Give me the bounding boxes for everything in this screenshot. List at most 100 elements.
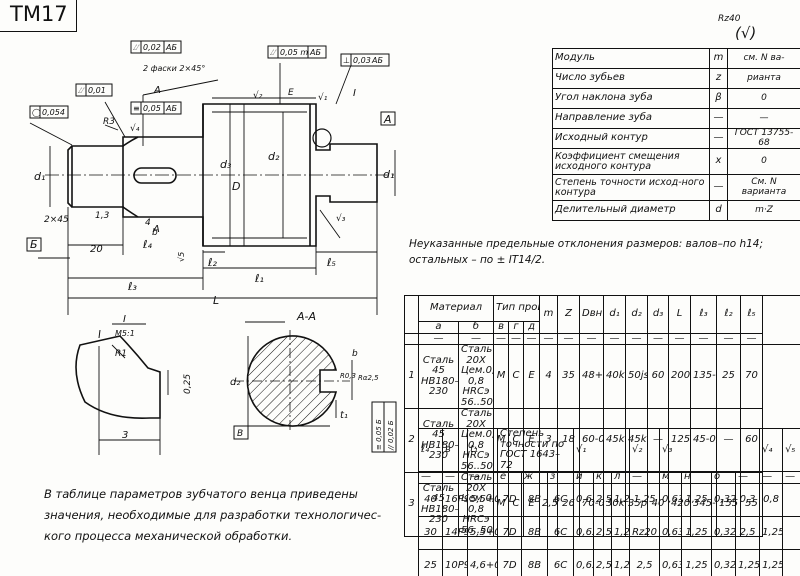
- dim-l3: ℓ₃: [127, 280, 138, 293]
- dim-b: b: [152, 228, 158, 238]
- spec-header-a: а: [418, 321, 459, 334]
- fcf-4-sym: ⌰: [78, 86, 85, 95]
- tolerance-note-line2: остальных – по ± IT14/2.: [409, 254, 546, 266]
- fcf-2-val: 0,05 m: [280, 48, 308, 57]
- section-d2: d₂: [230, 377, 240, 388]
- dim-4: 4: [145, 218, 151, 228]
- finish-cell-i: 0,63: [573, 549, 595, 576]
- finish-row: 4016P95,5+0,17D8B6C0,632,51,251,250,631,…: [418, 483, 800, 517]
- fcf-2-sym: ⌰: [270, 48, 277, 57]
- fcf-6-sym: ◯: [32, 108, 41, 117]
- finish-cell-l4: 40: [418, 483, 443, 517]
- keyway-slot: [133, 167, 177, 184]
- section-r03: R0,3: [340, 372, 356, 380]
- fcf-5-sym: ≡: [133, 104, 140, 113]
- lower-header-v3: √₃: [659, 428, 761, 472]
- dim-D: D: [232, 180, 240, 193]
- detail-outline: [75, 335, 161, 419]
- lower-sub-n: н: [681, 471, 713, 484]
- variant-cell-g: C: [508, 344, 525, 409]
- fcf-4-val: 0,01: [88, 86, 106, 95]
- finish-cell-j: 8B: [521, 549, 548, 576]
- param-name: Делительный диаметр: [552, 200, 710, 221]
- lower-dash: —: [418, 471, 443, 484]
- variant-cell-d3: 60: [647, 344, 670, 409]
- lower-sub-o: о: [711, 471, 737, 484]
- finish-cell-v2: 2,5: [629, 549, 661, 576]
- tolerance-note-line1: Неуказанные предельные отклонения размер…: [409, 238, 764, 250]
- finish-cell-l4: 30: [418, 516, 443, 550]
- finish-cell-v4: 1,25: [735, 549, 761, 576]
- spec-header-type: Тип производства: [493, 295, 541, 322]
- lower-sub-z: з: [546, 471, 575, 484]
- finish-cell-m: 0,63: [659, 483, 683, 517]
- finish-cell-l4: 25: [418, 549, 443, 576]
- param-row: Степень точности исход-ного контура—См. …: [552, 174, 800, 201]
- spec-dash: —: [625, 332, 649, 345]
- spec-header-l3: ℓ₃: [690, 295, 718, 334]
- roughness-v1: √₁: [318, 92, 328, 103]
- variant-cell-m: 4: [539, 344, 559, 409]
- detail-r1: R1: [115, 349, 127, 359]
- finish-cell-o: 0,32: [711, 483, 737, 517]
- spec-dash: —: [557, 332, 581, 345]
- param-symbol: d: [709, 200, 728, 221]
- finish-cell-k: 2,5: [593, 549, 613, 576]
- lower-sub-j: ж: [521, 471, 548, 484]
- finish-cell-blank: [782, 549, 800, 576]
- variant-cell-a: Сталь 45 НВ180–230: [418, 344, 459, 409]
- fcf-5-datum: АБ: [165, 104, 177, 113]
- finish-cell-i: 0,63: [573, 483, 595, 517]
- finish-cell-j: 8B: [521, 516, 548, 550]
- spec-header-b: б: [457, 321, 495, 334]
- lower-header-v4: √₄: [759, 428, 784, 472]
- param-value: 0: [727, 148, 800, 175]
- lower-dash: —: [467, 471, 498, 484]
- finish-cell-b: 16P9: [442, 483, 468, 517]
- title: ТМ17: [10, 2, 68, 26]
- fcf-3-val: 0,03: [353, 56, 371, 65]
- dim-L: L: [213, 294, 219, 307]
- param-row: Исходный контур—ГОСТ 13755-68: [552, 128, 800, 149]
- param-value: См. N варианта: [727, 174, 800, 201]
- radius-r3: R3: [103, 117, 115, 127]
- variant-cell-n: 1: [404, 344, 419, 409]
- finish-cell-v4: 0,3: [735, 483, 761, 517]
- lower-sub-i: и: [573, 471, 595, 484]
- detail-scale: M5:1: [115, 329, 135, 338]
- dim-1-3: 1,3: [95, 211, 110, 221]
- finish-cell-blank: [782, 516, 800, 550]
- finish-cell-z: 6C: [546, 549, 575, 576]
- finish-row: 3014P95,5+0,17D8B6C0,632,51,25Rz200,631,…: [418, 516, 800, 550]
- section-aa-title: А-А: [296, 310, 316, 323]
- section-datum-v: В: [237, 429, 243, 439]
- spec-header-material: Материал: [417, 295, 495, 322]
- spec-header-d: д: [523, 321, 541, 334]
- finish-cell-j: 8B: [521, 483, 548, 517]
- spec-dash: —: [523, 332, 541, 345]
- section-t1: t₁: [340, 410, 348, 421]
- param-name: Степень точности исход-ного контура: [552, 174, 710, 201]
- finish-row: 2510P94,6+0,17D8B6C0,632,51,252,50,631,2…: [418, 549, 800, 576]
- finish-cell-v5: 0,8: [759, 483, 784, 517]
- spec-header-l2: ℓ₂: [716, 295, 742, 334]
- finish-cell-t1: 5,5+0,1: [467, 483, 498, 517]
- roughness-v2: √₂: [253, 90, 263, 101]
- finish-cell-v2: 1,25: [629, 483, 661, 517]
- finish-cell-e: 7D: [497, 516, 522, 550]
- roughness-v5: √5: [177, 252, 186, 262]
- detail-dim-3: 3: [122, 430, 128, 441]
- finish-cell-n: 1,25: [681, 549, 713, 576]
- dim-l1: ℓ₁: [254, 272, 264, 285]
- dim-E: E: [288, 88, 294, 98]
- variant-cell-n: 3: [404, 472, 419, 537]
- section-frame-1: ≡ 0,05 Б: [375, 419, 383, 450]
- dim-20: 20: [90, 244, 103, 255]
- lower-sub-m: м: [659, 471, 683, 484]
- variant-cell-z: 35: [557, 344, 581, 409]
- finish-cell-t1: 5,5+0,1: [467, 516, 498, 550]
- fcf-5-val: 0,05: [143, 104, 161, 113]
- finish-cell-m: 0,63: [659, 516, 683, 550]
